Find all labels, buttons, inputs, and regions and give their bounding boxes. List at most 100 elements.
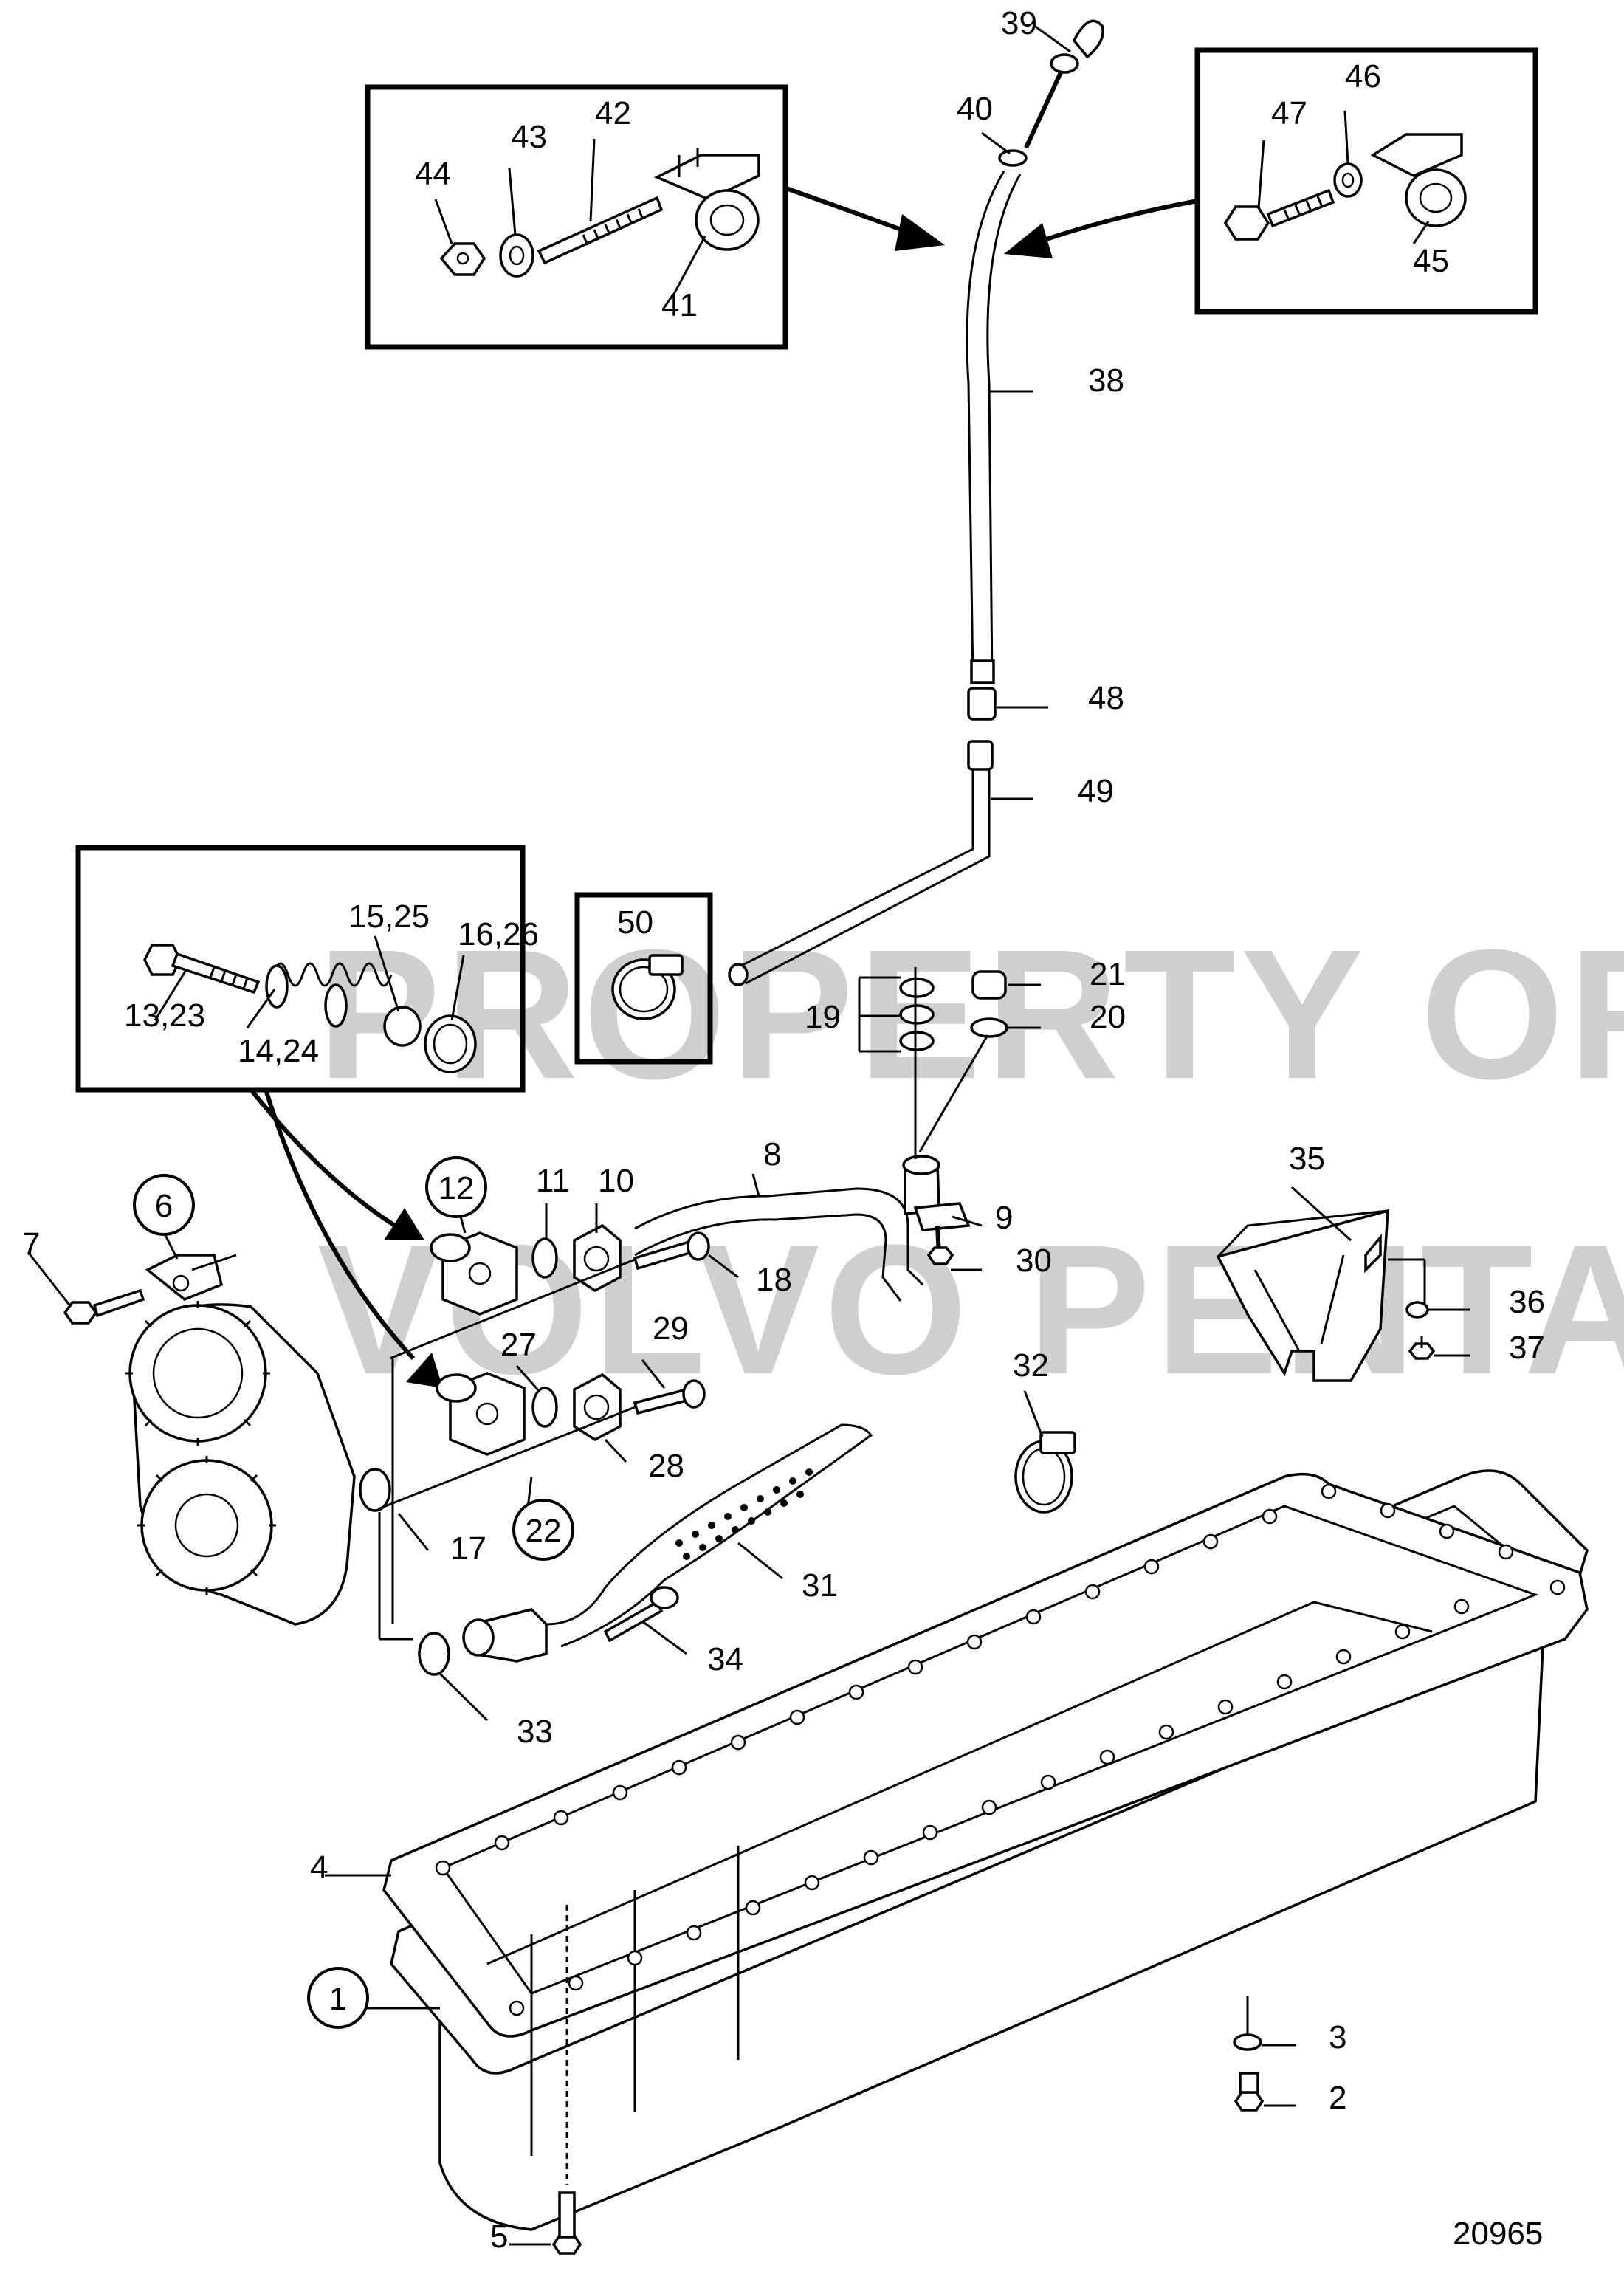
pointer-arrowhead-right bbox=[1004, 223, 1053, 258]
callout-50: 50 bbox=[617, 904, 653, 941]
callout-number: 31 bbox=[802, 1567, 838, 1604]
dipstick-assembly bbox=[728, 19, 1104, 986]
callout-number: 9 bbox=[995, 1200, 1013, 1236]
callout-number: 18 bbox=[756, 1262, 792, 1298]
pointer-arrow-22 bbox=[264, 1089, 416, 1361]
callout-10: 10 bbox=[598, 1163, 634, 1199]
callout-16-26: 16,26 bbox=[458, 916, 539, 952]
callout-circle bbox=[425, 1156, 487, 1218]
callout-49: 49 bbox=[1078, 773, 1114, 809]
callout-number: 4 bbox=[310, 1849, 328, 1886]
callout-18: 18 bbox=[756, 1262, 792, 1298]
detail-box-dipstick-clamp-stud bbox=[365, 84, 788, 350]
callout-number: 44 bbox=[415, 156, 451, 192]
callout-number: 6 bbox=[155, 1188, 173, 1224]
callout-number: 47 bbox=[1271, 95, 1307, 131]
callout-number: 30 bbox=[1016, 1243, 1052, 1279]
callout-number: 12 bbox=[438, 1170, 475, 1206]
callout-number: 41 bbox=[661, 287, 698, 323]
callout-12: 12 bbox=[425, 1156, 487, 1218]
callout-39: 39 bbox=[1001, 5, 1037, 41]
callout-number: 21 bbox=[1090, 956, 1126, 992]
lower-flange-group bbox=[377, 1258, 706, 1722]
callout-11: 11 bbox=[536, 1163, 570, 1199]
callout-number: 45 bbox=[1413, 243, 1449, 279]
callout-9: 9 bbox=[995, 1200, 1013, 1236]
watermark-line1: PROPERTY OF bbox=[317, 911, 1624, 1117]
callout-number: 49 bbox=[1078, 773, 1114, 809]
callout-number: 16,26 bbox=[458, 916, 539, 952]
pointer-arrowhead-22 bbox=[406, 1353, 443, 1388]
callout-29: 29 bbox=[653, 1310, 689, 1347]
callout-number: 19 bbox=[805, 999, 841, 1035]
callout-38: 38 bbox=[1088, 363, 1124, 399]
callout-27: 27 bbox=[500, 1327, 537, 1363]
callout-33: 33 bbox=[517, 1714, 553, 1750]
callout-41: 41 bbox=[661, 287, 698, 323]
callout-6: 6 bbox=[133, 1174, 195, 1236]
callout-number: 33 bbox=[517, 1714, 553, 1750]
callout-30: 30 bbox=[1016, 1243, 1052, 1279]
oil-pump bbox=[27, 1221, 450, 1676]
callout-number: 13,23 bbox=[124, 997, 205, 1034]
callout-number: 37 bbox=[1509, 1330, 1545, 1366]
pointer-arrow-left bbox=[785, 186, 917, 237]
oil-suction-pipe bbox=[430, 967, 1041, 1316]
callout-7: 7 bbox=[22, 1226, 40, 1262]
callout-45: 45 bbox=[1413, 243, 1449, 279]
callout-3: 3 bbox=[1329, 2019, 1346, 2055]
callout-46: 46 bbox=[1345, 58, 1381, 95]
diagram-number: 20965 bbox=[1453, 2216, 1543, 2252]
callout-number: 48 bbox=[1088, 680, 1124, 716]
callout-circle bbox=[307, 1967, 369, 2029]
callout-47: 47 bbox=[1271, 95, 1307, 131]
callout-19: 19 bbox=[805, 999, 841, 1035]
callout-circle bbox=[133, 1174, 195, 1236]
callout-circle bbox=[512, 1499, 574, 1561]
callout-17: 17 bbox=[450, 1531, 486, 1567]
oil-sump bbox=[325, 1469, 1589, 2255]
callout-number: 38 bbox=[1088, 363, 1124, 399]
callout-42: 42 bbox=[595, 95, 631, 131]
callout-5: 5 bbox=[490, 2219, 508, 2255]
callout-28: 28 bbox=[648, 1448, 684, 1484]
callout-number: 1 bbox=[329, 1981, 347, 2017]
callout-number: 8 bbox=[763, 1136, 781, 1172]
callout-4: 4 bbox=[310, 1849, 328, 1886]
callout-number: 29 bbox=[653, 1310, 689, 1347]
callout-number: 34 bbox=[707, 1641, 743, 1677]
callout-21: 21 bbox=[1090, 956, 1126, 992]
detail-box-relief-valve bbox=[75, 845, 526, 1093]
callout-48: 48 bbox=[1088, 680, 1124, 716]
pointer-arrowhead-left bbox=[895, 214, 945, 251]
callout-number: 20 bbox=[1090, 999, 1126, 1035]
callout-22: 22 bbox=[512, 1499, 574, 1561]
strainer-pipe bbox=[462, 1423, 873, 1663]
callout-8: 8 bbox=[763, 1136, 781, 1172]
callout-number: 36 bbox=[1509, 1284, 1545, 1320]
callout-number: 22 bbox=[526, 1513, 562, 1549]
callout-number: 2 bbox=[1329, 2080, 1346, 2116]
callout-43: 43 bbox=[511, 119, 547, 155]
detail-box-dipstick-clamp-bolt bbox=[1194, 47, 1538, 315]
detail-box-hose-clamp bbox=[574, 892, 713, 1065]
callout-number: 5 bbox=[490, 2219, 508, 2255]
callout-37: 37 bbox=[1509, 1330, 1545, 1366]
callout-13-23: 13,23 bbox=[124, 997, 205, 1034]
callout-number: 15,25 bbox=[348, 899, 430, 935]
callout-20: 20 bbox=[1090, 999, 1126, 1035]
callout-number: 14,24 bbox=[238, 1033, 319, 1069]
callout-number: 17 bbox=[450, 1531, 486, 1567]
callout-1: 1 bbox=[307, 1967, 369, 2029]
callout-31: 31 bbox=[802, 1567, 838, 1604]
callout-number: 43 bbox=[511, 119, 547, 155]
callout-number: 32 bbox=[1013, 1347, 1049, 1384]
callout-number: 46 bbox=[1345, 58, 1381, 95]
callout-number: 28 bbox=[648, 1448, 684, 1484]
pointer-arrow-right bbox=[1033, 199, 1198, 246]
callout-34: 34 bbox=[707, 1641, 743, 1677]
callout-14-24: 14,24 bbox=[238, 1033, 319, 1069]
